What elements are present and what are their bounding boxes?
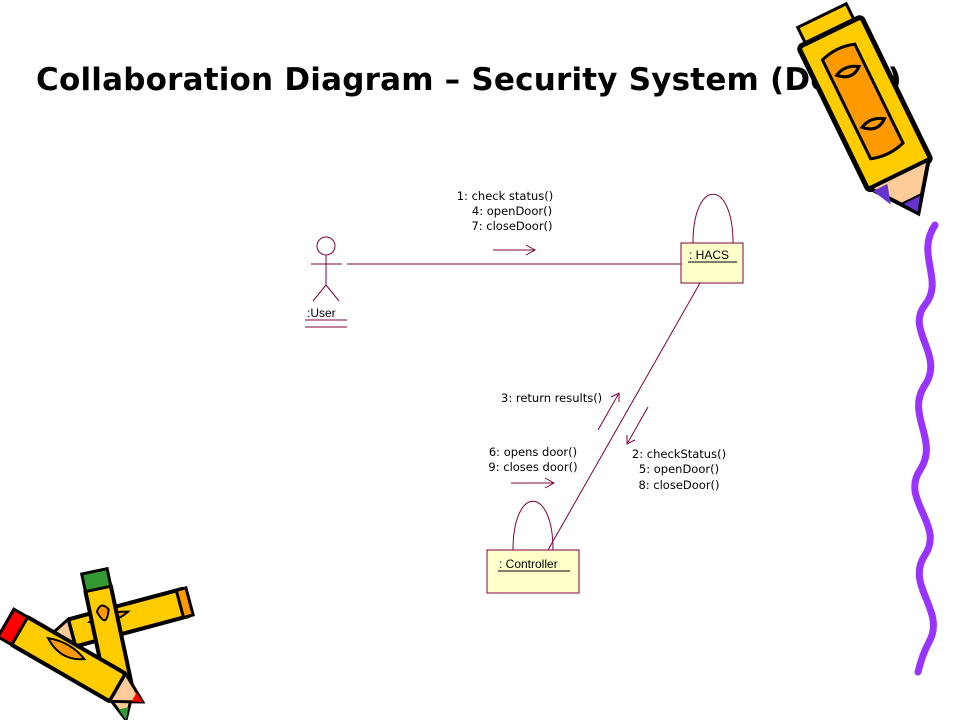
arrow-hacs-to-controller bbox=[626, 406, 649, 445]
pencil-top-right-icon bbox=[795, 1, 933, 217]
controller-object: : Controller bbox=[486, 549, 580, 594]
pencil-bottom-left-icon bbox=[0, 566, 196, 720]
message-label: 4: openDoor() bbox=[472, 204, 552, 218]
hacs-object: : HACS bbox=[680, 242, 744, 284]
message-label: 9: closes door() bbox=[488, 460, 577, 474]
squiggle-decoration-icon bbox=[911, 221, 939, 676]
messages-controller-self: 6: opens door() 9: closes door() bbox=[488, 445, 577, 474]
user-actor bbox=[311, 236, 342, 302]
message-label: 7: closeDoor() bbox=[471, 219, 552, 233]
link-hacs-controller bbox=[547, 282, 701, 551]
self-link-hacs bbox=[692, 193, 734, 244]
messages-controller-to-hacs: 3: return results() bbox=[501, 391, 602, 405]
user-actor-label: :User bbox=[307, 306, 336, 320]
arrow-controller-self bbox=[511, 477, 556, 489]
message-label: 3: return results() bbox=[501, 391, 602, 405]
messages-user-to-hacs: 1: check status() 4: openDoor() 7: close… bbox=[457, 189, 553, 233]
slide-title: Collaboration Diagram – Security System … bbox=[36, 62, 902, 98]
message-label: 6: opens door() bbox=[489, 445, 577, 459]
controller-object-label: : Controller bbox=[499, 557, 558, 571]
hacs-object-label: : HACS bbox=[689, 248, 729, 262]
message-label: 1: check status() bbox=[457, 189, 553, 203]
message-label: 2: checkStatus() bbox=[632, 447, 726, 461]
messages-hacs-to-controller: 2: checkStatus() 5: openDoor() 8: closeD… bbox=[632, 447, 726, 492]
arrow-controller-to-hacs bbox=[597, 392, 620, 431]
self-link-controller bbox=[512, 500, 554, 551]
message-label: 8: closeDoor() bbox=[638, 478, 719, 492]
message-label: 5: openDoor() bbox=[639, 462, 719, 476]
arrow-user-to-hacs bbox=[493, 244, 537, 256]
